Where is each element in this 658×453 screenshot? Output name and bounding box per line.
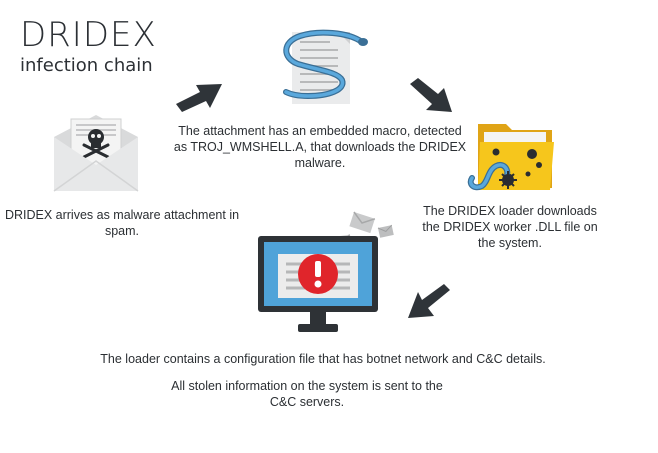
arrow-icon bbox=[408, 284, 450, 318]
step-3-text: The DRIDEX loader downloads the DRIDEX w… bbox=[422, 204, 598, 250]
infected-folder-icon bbox=[467, 124, 554, 191]
step-1-text: DRIDEX arrives as malware attachment in … bbox=[4, 208, 240, 238]
monitor-alert-icon bbox=[258, 236, 378, 332]
arrow-icon bbox=[176, 84, 222, 112]
step-4-text: The loader contains a configuration file… bbox=[100, 352, 546, 366]
macro-document-icon bbox=[283, 29, 368, 104]
diagram-subtitle: infection chain bbox=[20, 55, 153, 76]
envelope-skull-icon bbox=[53, 115, 139, 192]
step-2-text: The attachment has an embedded macro, de… bbox=[173, 124, 467, 170]
step-5-text: All stolen information on the system is … bbox=[171, 379, 443, 409]
arrow-icon bbox=[410, 78, 452, 112]
diagram-title: DRIDEX bbox=[20, 15, 157, 55]
